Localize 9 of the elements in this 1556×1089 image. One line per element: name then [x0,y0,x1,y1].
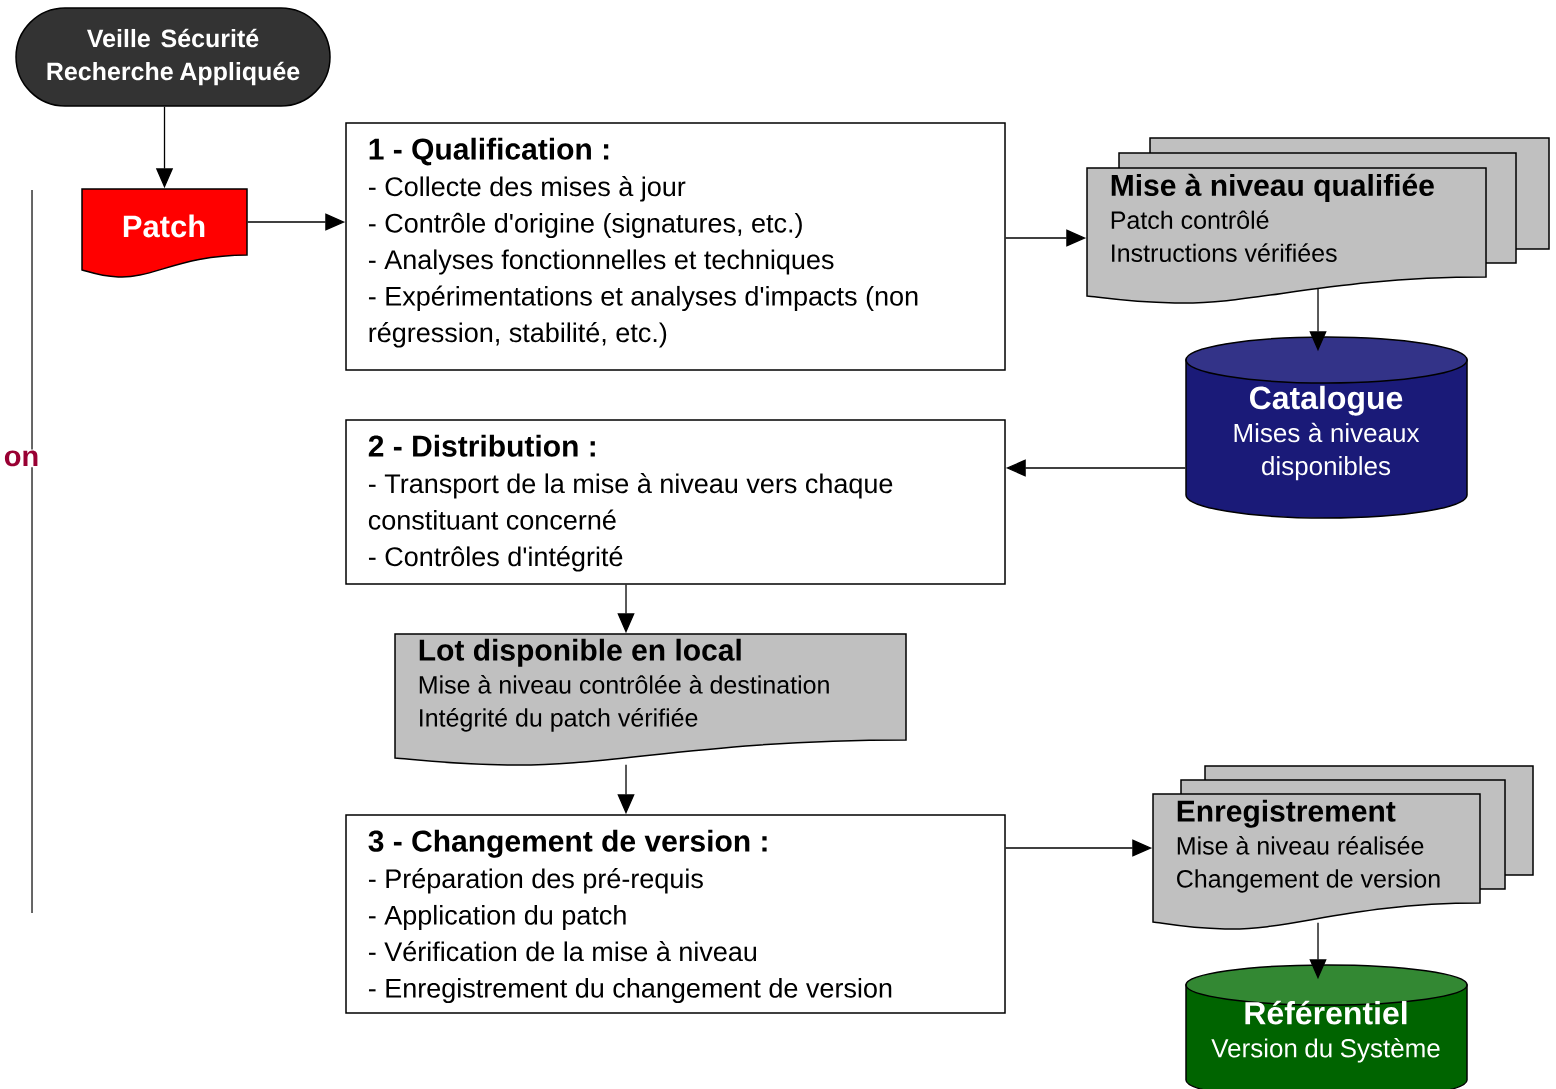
section-title: on [2,449,41,468]
start-terminal: Veille Sécurité Recherche Appliquée [15,7,331,107]
database-cylinder: Référentiel Version du Système [1185,964,1468,1089]
process-box: 3 - Changement de version : - Préparation des pré-requis - Application du patch - Vérification de la mise à niveau - Enregistrement du changement de version [345,814,1006,1014]
process-box: 2 - Distribution : - Transport de la mise à niveau vers chaque constituant concerné - Contrôles d'intégrité [345,419,1006,585]
document-stack: Enregistrement Mise à niveau réalisée Changement de version [1152,765,1534,930]
process-box: 1 - Qualification : - Collecte des mises à jour - Contrôle d'origine (signatures, etc.) - Analyses fonctionnelles et techniques - Expérimentations et analyses d'impacts (non régression, stabilité, etc.) [345,122,1006,371]
database-cylinder: Catalogue Mises à niveaux disponibles [1185,336,1468,519]
document-stack: Mise à niveau qualifiée Patch contrôlé Instructions vérifiées [1086,137,1550,304]
